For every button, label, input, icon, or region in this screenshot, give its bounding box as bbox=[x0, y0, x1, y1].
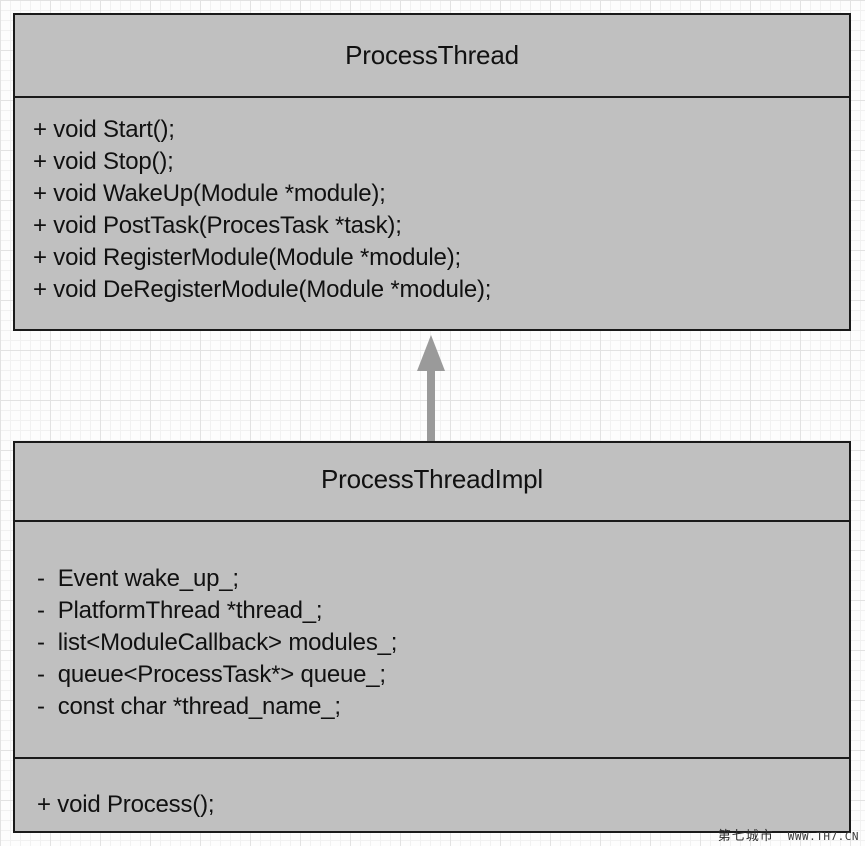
operation-item: + void WakeUp(Module *module); bbox=[33, 180, 386, 207]
operations-compartment: + void Start(); + void Stop(); + void Wa… bbox=[15, 96, 849, 306]
operation-item: + void RegisterModule(Module *module); bbox=[33, 244, 461, 271]
attributes-compartment: - Event wake_up_; - PlatformThread *thre… bbox=[15, 520, 849, 757]
operation-item: + void Stop(); bbox=[33, 148, 174, 175]
class-name-compartment: ProcessThread bbox=[15, 15, 849, 96]
uml-class-process-thread-impl[interactable]: ProcessThreadImpl - Event wake_up_; - Pl… bbox=[13, 441, 851, 833]
operation-item: + void PostTask(ProcesTask *task); bbox=[33, 212, 402, 239]
attribute-item: - PlatformThread *thread_; bbox=[37, 597, 323, 624]
class-name-compartment: ProcessThreadImpl bbox=[15, 443, 849, 520]
class-title: ProcessThreadImpl bbox=[320, 464, 544, 494]
attribute-item: - queue<ProcessTask*> queue_; bbox=[37, 661, 386, 688]
operation-item: + void Process(); bbox=[37, 791, 215, 818]
operation-item: + void DeRegisterModule(Module *module); bbox=[33, 276, 492, 303]
operation-item: + void Start(); bbox=[33, 116, 175, 143]
class-title: ProcessThread bbox=[345, 40, 519, 70]
operations-compartment: + void Process(); bbox=[15, 757, 849, 821]
generalization-arrow-icon bbox=[410, 331, 452, 443]
attribute-item: - Event wake_up_; bbox=[37, 565, 239, 592]
attribute-item: - const char *thread_name_; bbox=[37, 693, 341, 720]
attribute-item: - list<ModuleCallback> modules_; bbox=[37, 629, 398, 656]
uml-class-process-thread[interactable]: ProcessThread + void Start(); + void Sto… bbox=[13, 13, 851, 331]
